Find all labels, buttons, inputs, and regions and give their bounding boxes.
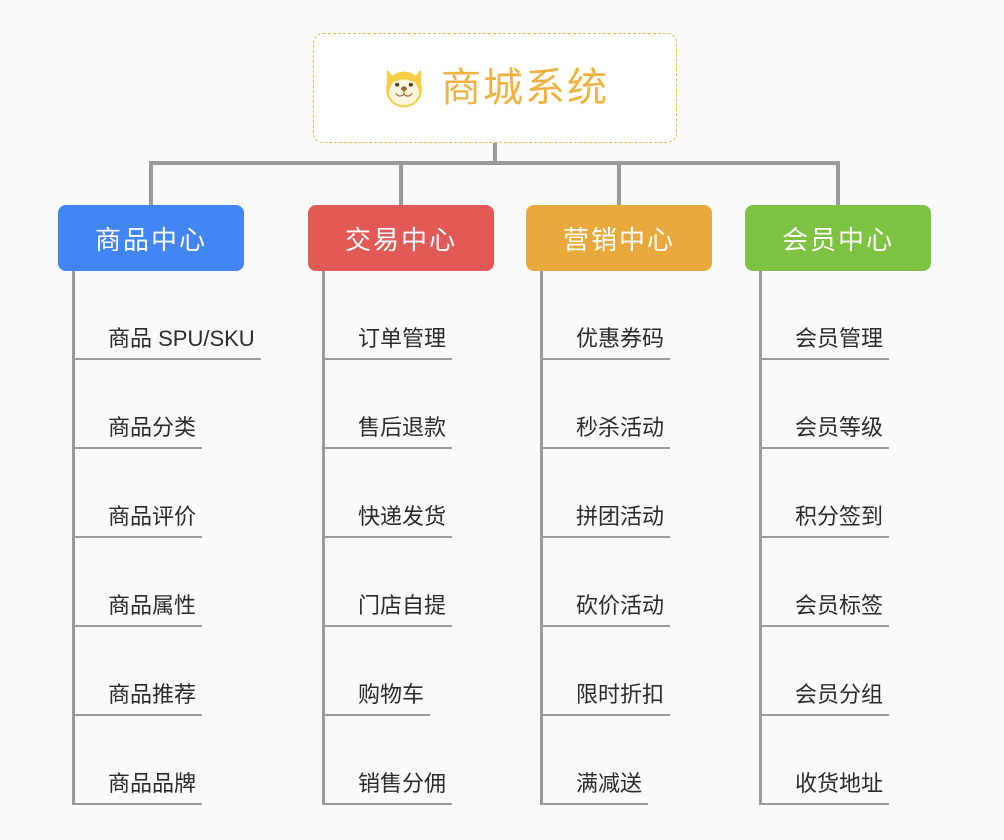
leaf-label: 秒杀活动: [543, 415, 671, 449]
list-item[interactable]: 满减送: [543, 716, 712, 805]
root-node[interactable]: 商城系统: [313, 33, 677, 143]
list-item[interactable]: 订单管理: [325, 271, 494, 360]
leaf-label: 会员管理: [762, 326, 890, 360]
list-item[interactable]: 限时折扣: [543, 627, 712, 716]
leaf-list-product-center: 商品 SPU/SKU 商品分类 商品评价 商品属性 商品推荐 商品品牌: [72, 271, 261, 805]
leaf-list-member-center: 会员管理 会员等级 积分签到 会员标签 会员分组 收货地址: [759, 271, 931, 805]
leaf-label: 砍价活动: [543, 593, 671, 627]
list-item[interactable]: 商品品牌: [75, 716, 244, 805]
branch-member-center: 会员中心 会员管理 会员等级 积分签到 会员标签 会员分组 收货地址: [745, 205, 931, 805]
leaf-list-trade-center: 订单管理 售后退款 快递发货 门店自提 购物车 销售分佣: [322, 271, 494, 805]
root-title: 商城系统: [441, 66, 609, 110]
leaf-label: 商品 SPU/SKU: [75, 326, 261, 360]
leaf-label: 会员分组: [762, 682, 890, 716]
list-item[interactable]: 会员等级: [762, 360, 931, 449]
list-item[interactable]: 售后退款: [325, 360, 494, 449]
list-item[interactable]: 砍价活动: [543, 538, 712, 627]
branch-header-marketing-center[interactable]: 营销中心: [526, 205, 712, 271]
branch-marketing-center: 营销中心 优惠券码 秒杀活动 拼团活动 砍价活动 限时折扣 满减送: [526, 205, 712, 805]
leaf-list-marketing-center: 优惠券码 秒杀活动 拼团活动 砍价活动 限时折扣 满减送: [540, 271, 712, 805]
list-item[interactable]: 收货地址: [762, 716, 931, 805]
list-item[interactable]: 会员管理: [762, 271, 931, 360]
connector-drop-1: [149, 161, 153, 207]
leaf-label: 拼团活动: [543, 504, 671, 538]
leaf-label: 会员等级: [762, 415, 890, 449]
connector-drop-4: [836, 161, 840, 207]
leaf-label: 商品评价: [75, 504, 203, 538]
list-item[interactable]: 门店自提: [325, 538, 494, 627]
leaf-label: 限时折扣: [543, 682, 671, 716]
leaf-label: 满减送: [543, 771, 649, 805]
list-item[interactable]: 销售分佣: [325, 716, 494, 805]
list-item[interactable]: 商品属性: [75, 538, 244, 627]
list-item[interactable]: 商品评价: [75, 449, 244, 538]
list-item[interactable]: 秒杀活动: [543, 360, 712, 449]
leaf-label: 购物车: [325, 682, 431, 716]
leaf-label: 销售分佣: [325, 771, 453, 805]
list-item[interactable]: 快递发货: [325, 449, 494, 538]
list-item[interactable]: 购物车: [325, 627, 494, 716]
leaf-label: 快递发货: [325, 504, 453, 538]
branch-header-label: 商品中心: [94, 224, 207, 255]
connector-drop-2: [399, 161, 403, 207]
branch-header-product-center[interactable]: 商品中心: [58, 205, 244, 271]
branch-header-member-center[interactable]: 会员中心: [745, 205, 931, 271]
leaf-label: 收货地址: [762, 771, 890, 805]
connector-drop-3: [617, 161, 621, 207]
connector-horizontal-bus: [149, 161, 840, 165]
branch-header-label: 会员中心: [781, 224, 894, 255]
leaf-label: 商品品牌: [75, 771, 203, 805]
leaf-label: 商品分类: [75, 415, 203, 449]
branch-trade-center: 交易中心 订单管理 售后退款 快递发货 门店自提 购物车 销售分佣: [308, 205, 494, 805]
list-item[interactable]: 会员分组: [762, 627, 931, 716]
dog-face-icon: [386, 69, 422, 108]
list-item[interactable]: 商品 SPU/SKU: [75, 271, 261, 360]
list-item[interactable]: 拼团活动: [543, 449, 712, 538]
branch-header-label: 交易中心: [344, 224, 457, 255]
connector-root-stem: [493, 143, 497, 165]
list-item[interactable]: 优惠券码: [543, 271, 712, 360]
branch-header-label: 营销中心: [562, 224, 675, 255]
leaf-label: 积分签到: [762, 504, 890, 538]
leaf-label: 售后退款: [325, 415, 453, 449]
list-item[interactable]: 会员标签: [762, 538, 931, 627]
leaf-label: 订单管理: [325, 326, 453, 360]
leaf-label: 商品推荐: [75, 682, 203, 716]
leaf-label: 门店自提: [325, 593, 453, 627]
branch-header-trade-center[interactable]: 交易中心: [308, 205, 494, 271]
list-item[interactable]: 商品推荐: [75, 627, 244, 716]
leaf-label: 会员标签: [762, 593, 890, 627]
branch-product-center: 商品中心 商品 SPU/SKU 商品分类 商品评价 商品属性 商品推荐 商品品牌: [58, 205, 261, 805]
leaf-label: 商品属性: [75, 593, 203, 627]
list-item[interactable]: 积分签到: [762, 449, 931, 538]
list-item[interactable]: 商品分类: [75, 360, 244, 449]
leaf-label: 优惠券码: [543, 326, 671, 360]
